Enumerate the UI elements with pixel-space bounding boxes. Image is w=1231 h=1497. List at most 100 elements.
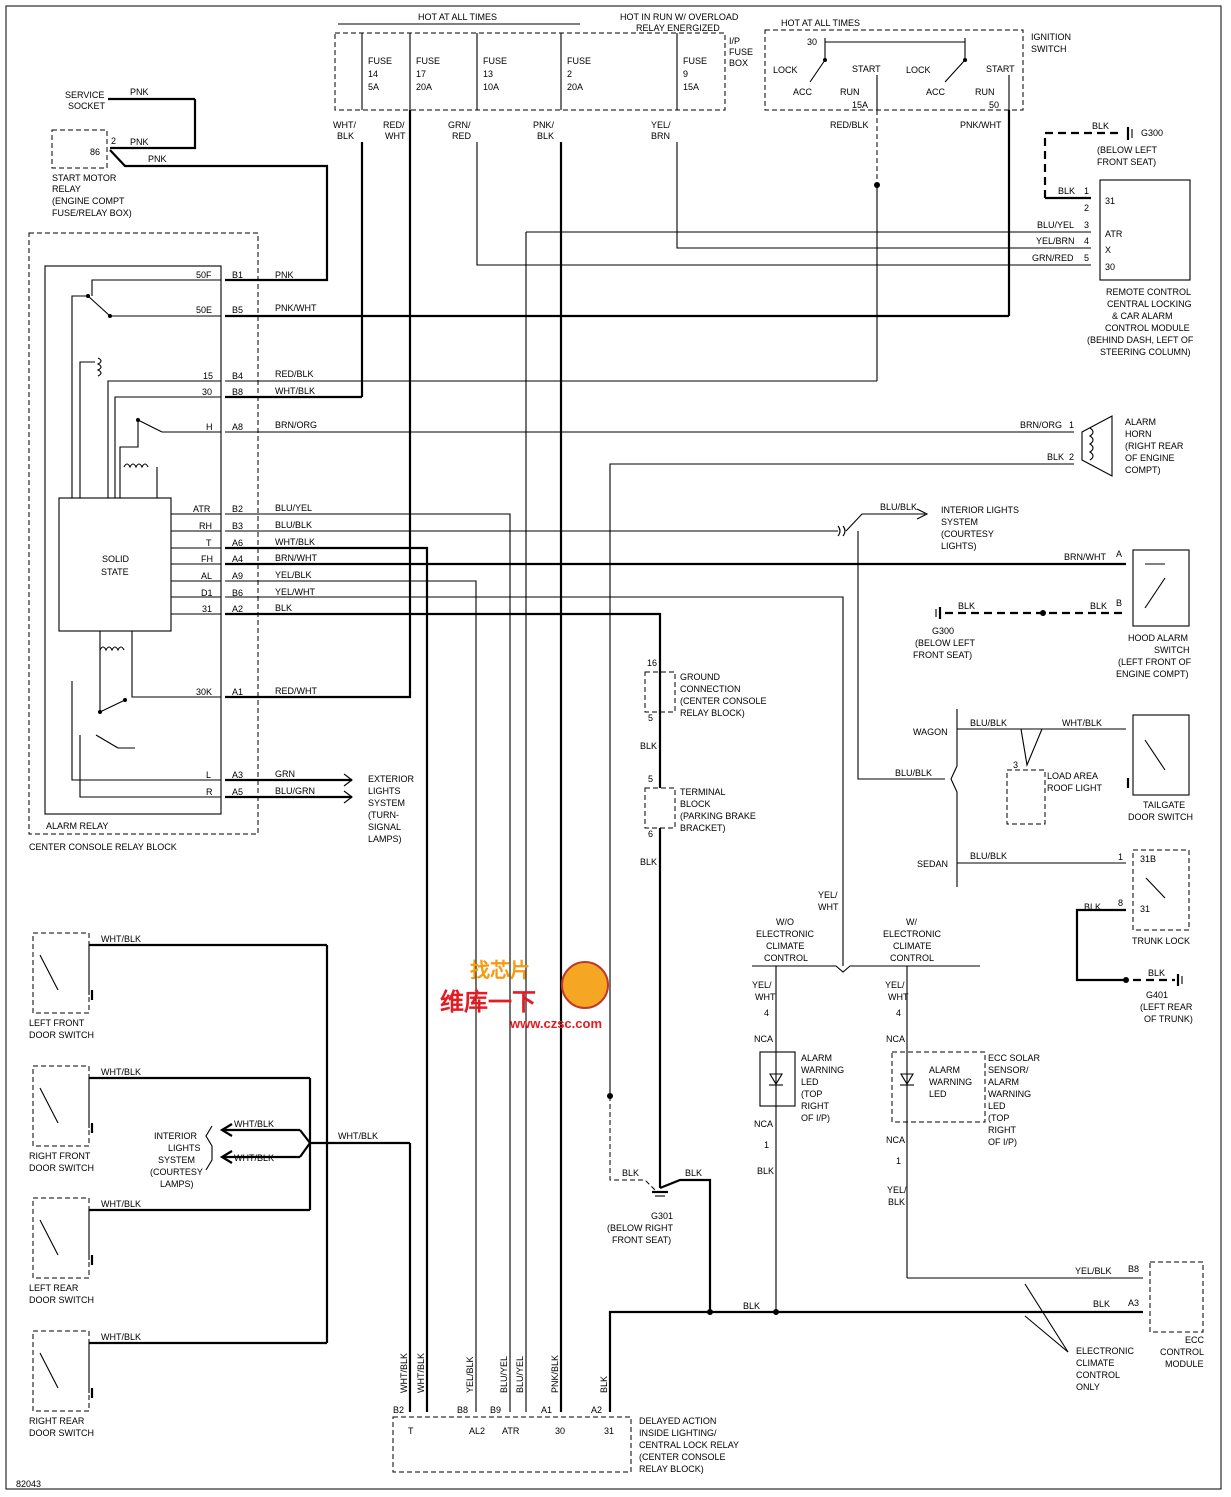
svg-text:B2: B2 [232, 504, 243, 514]
svg-text:CLIMATE: CLIMATE [893, 941, 931, 951]
svg-text:ONLY: ONLY [1076, 1382, 1100, 1392]
svg-text:START: START [852, 64, 881, 74]
svg-text:RIGHT FRONT: RIGHT FRONT [29, 1151, 91, 1161]
svg-text:SENSOR/: SENSOR/ [988, 1065, 1029, 1075]
svg-text:YEL/BLK: YEL/BLK [1075, 1266, 1112, 1276]
svg-text:WHT/BLK: WHT/BLK [101, 1332, 141, 1342]
svg-text:BLU/YEL: BLU/YEL [515, 1356, 525, 1393]
ignition-switch: HOT AT ALL TIMES IGNITION SWITCH 30 LOCK… [764, 18, 1071, 130]
svg-text:(TOP: (TOP [988, 1113, 1009, 1123]
svg-text:RH: RH [199, 521, 212, 531]
alarm-relay-pin-50f: 50F B1 PNK [196, 270, 294, 280]
svg-text:START MOTOR: START MOTOR [52, 173, 117, 183]
svg-text:ALARM: ALARM [801, 1053, 832, 1063]
svg-text:PNK/: PNK/ [533, 120, 555, 130]
svg-text:LIGHTS: LIGHTS [368, 786, 401, 796]
svg-text:GRN/RED: GRN/RED [1032, 253, 1074, 263]
svg-text:(TOP: (TOP [801, 1089, 822, 1099]
svg-text:W/O: W/O [776, 917, 794, 927]
svg-text:15A: 15A [852, 100, 868, 110]
svg-text:A2: A2 [591, 1405, 602, 1415]
svg-text:OF I/P): OF I/P) [801, 1113, 830, 1123]
svg-text:DOOR SWITCH: DOOR SWITCH [29, 1428, 94, 1438]
svg-text:ROOF LIGHT: ROOF LIGHT [1047, 783, 1103, 793]
svg-text:BRN/ORG: BRN/ORG [275, 420, 317, 430]
svg-text:ALARM: ALARM [988, 1077, 1019, 1087]
svg-text:WHT/: WHT/ [333, 120, 356, 130]
svg-text:FUSE: FUSE [483, 56, 507, 66]
svg-text:WHT/BLK: WHT/BLK [338, 1131, 378, 1141]
svg-text:BLU/YEL: BLU/YEL [275, 503, 312, 513]
svg-text:OF I/P): OF I/P) [988, 1137, 1017, 1147]
svg-text:SEDAN: SEDAN [917, 859, 948, 869]
svg-text:9: 9 [683, 69, 688, 79]
svg-text:5: 5 [1084, 253, 1089, 263]
svg-text:LOCK: LOCK [773, 65, 798, 75]
svg-text:1: 1 [1069, 420, 1074, 430]
alarm-horn: BRN/ORG 1 BLK 2 ALARM HORN (RIGHT REAR O… [609, 415, 1184, 1096]
svg-text:BLK: BLK [1148, 968, 1165, 978]
svg-text:ELECTRONIC: ELECTRONIC [756, 929, 815, 939]
svg-text:RUN: RUN [975, 87, 995, 97]
svg-text:WARNING: WARNING [801, 1065, 844, 1075]
svg-text:ECC SOLAR: ECC SOLAR [988, 1053, 1041, 1063]
svg-text:4: 4 [1084, 236, 1089, 246]
svg-text:BLK: BLK [1058, 186, 1075, 196]
svg-text:YEL/: YEL/ [887, 1185, 907, 1195]
exterior-lights-label: EXTERIOR LIGHTS SYSTEM (TURN- SIGNAL LAM… [368, 774, 415, 844]
svg-text:REMOTE CONTROL: REMOTE CONTROL [1106, 287, 1191, 297]
svg-text:CONTROL: CONTROL [1160, 1347, 1204, 1357]
svg-text:2: 2 [1069, 452, 1074, 462]
svg-text:WHT/BLK: WHT/BLK [275, 537, 315, 547]
svg-text:4: 4 [896, 1008, 901, 1018]
svg-text:2: 2 [567, 69, 572, 79]
svg-text:NCA: NCA [886, 1135, 905, 1145]
fuse-9: FUSE 9 15A YEL/ BRN [651, 33, 707, 141]
svg-text:30: 30 [202, 387, 212, 397]
svg-text:BLU/BLK: BLU/BLK [970, 718, 1007, 728]
svg-text:NCA: NCA [754, 1119, 773, 1129]
svg-text:BLK: BLK [1047, 452, 1064, 462]
svg-text:ELECTRONIC: ELECTRONIC [1076, 1346, 1135, 1356]
svg-text:SIGNAL: SIGNAL [368, 822, 401, 832]
svg-text:WHT/BLK: WHT/BLK [234, 1119, 274, 1129]
svg-text:TERMINAL: TERMINAL [680, 787, 726, 797]
svg-text:SWITCH: SWITCH [1154, 645, 1190, 655]
svg-text:H: H [206, 422, 213, 432]
svg-text:BLOCK: BLOCK [680, 799, 711, 809]
svg-text:5: 5 [648, 713, 653, 723]
wagon-sedan-branch: BLU/BLK WAGON BLU/BLK WHT/BLK 3 LOAD ARE… [895, 709, 1193, 1024]
ground-connection: 16 5 GROUND CONNECTION (CENTER CONSOLE R… [640, 658, 767, 788]
svg-text:WARNING: WARNING [929, 1077, 972, 1087]
svg-text:BLK: BLK [757, 1166, 774, 1176]
svg-text:LEFT FRONT: LEFT FRONT [29, 1018, 85, 1028]
svg-text:ACC: ACC [793, 87, 813, 97]
svg-text:(BEHIND DASH, LEFT OF: (BEHIND DASH, LEFT OF [1087, 335, 1194, 345]
svg-text:B9: B9 [490, 1405, 501, 1415]
svg-text:RELAY BLOCK): RELAY BLOCK) [639, 1464, 704, 1474]
svg-text:WHT/BLK: WHT/BLK [101, 1067, 141, 1077]
svg-text:FH: FH [201, 554, 213, 564]
fuse-14: FUSE 14 5A WHT/ BLK [333, 33, 392, 141]
fuse-box-label-2: FUSE [729, 47, 753, 57]
watermark-mascot-icon [561, 961, 609, 1009]
svg-text:B4: B4 [232, 371, 243, 381]
svg-text:30: 30 [807, 37, 817, 47]
svg-text:A5: A5 [232, 787, 243, 797]
svg-text:16: 16 [647, 658, 657, 668]
svg-text:5A: 5A [368, 82, 379, 92]
svg-text:31: 31 [1105, 196, 1115, 206]
svg-text:RED/BLK: RED/BLK [830, 120, 869, 130]
svg-text:SYSTEM: SYSTEM [158, 1155, 195, 1165]
svg-text:YEL/BRN: YEL/BRN [1036, 236, 1075, 246]
svg-text:D1: D1 [201, 588, 213, 598]
svg-text:6: 6 [648, 829, 653, 839]
svg-text:PNK/BLK: PNK/BLK [550, 1355, 560, 1393]
alarm-relay-pin-h: H A8 BRN/ORG [206, 420, 1074, 433]
svg-text:RED/: RED/ [383, 120, 405, 130]
svg-text:CONNECTION: CONNECTION [680, 684, 741, 694]
svg-text:BLK: BLK [275, 603, 292, 613]
svg-text:5: 5 [648, 774, 653, 784]
svg-text:WHT: WHT [755, 992, 776, 1002]
svg-text:DOOR SWITCH: DOOR SWITCH [29, 1030, 94, 1040]
